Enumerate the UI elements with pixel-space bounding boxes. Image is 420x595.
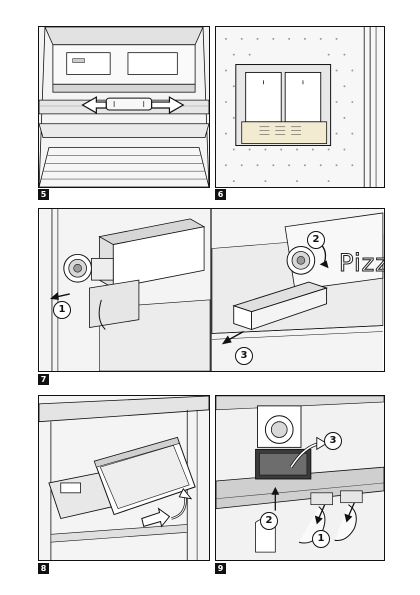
fig7-illustration	[40, 209, 384, 371]
figure-5-shelf-adjust	[38, 26, 210, 188]
figure-7-drawer-removal: 1 2 3 Pizz	[38, 208, 385, 372]
figure-6-label: 6	[215, 189, 226, 200]
figure-9-label: 9	[215, 563, 226, 574]
fig7-callout-3: 3	[235, 347, 253, 365]
figure-9-filter-release: 3 2 1	[215, 395, 385, 561]
fig8-illustration	[39, 396, 209, 560]
figure-5-label: 5	[38, 189, 49, 200]
fig9-illustration	[216, 396, 384, 560]
fig7-callout-1: 1	[53, 301, 71, 319]
fig7-pizza-box-text: Pizz	[339, 249, 385, 278]
figure-7-label: 7	[38, 374, 49, 385]
figure-8-drawer-tilt	[38, 395, 210, 561]
fig7-callout-2: 2	[307, 231, 325, 249]
fig5-illustration	[39, 27, 209, 187]
figure-6-control-panel	[215, 26, 385, 188]
fig9-callout-2: 2	[260, 512, 278, 530]
figure-8-label: 8	[38, 563, 49, 574]
fig6-illustration	[216, 27, 384, 187]
fig9-callout-1: 1	[312, 530, 330, 548]
fig9-callout-3: 3	[324, 432, 342, 450]
